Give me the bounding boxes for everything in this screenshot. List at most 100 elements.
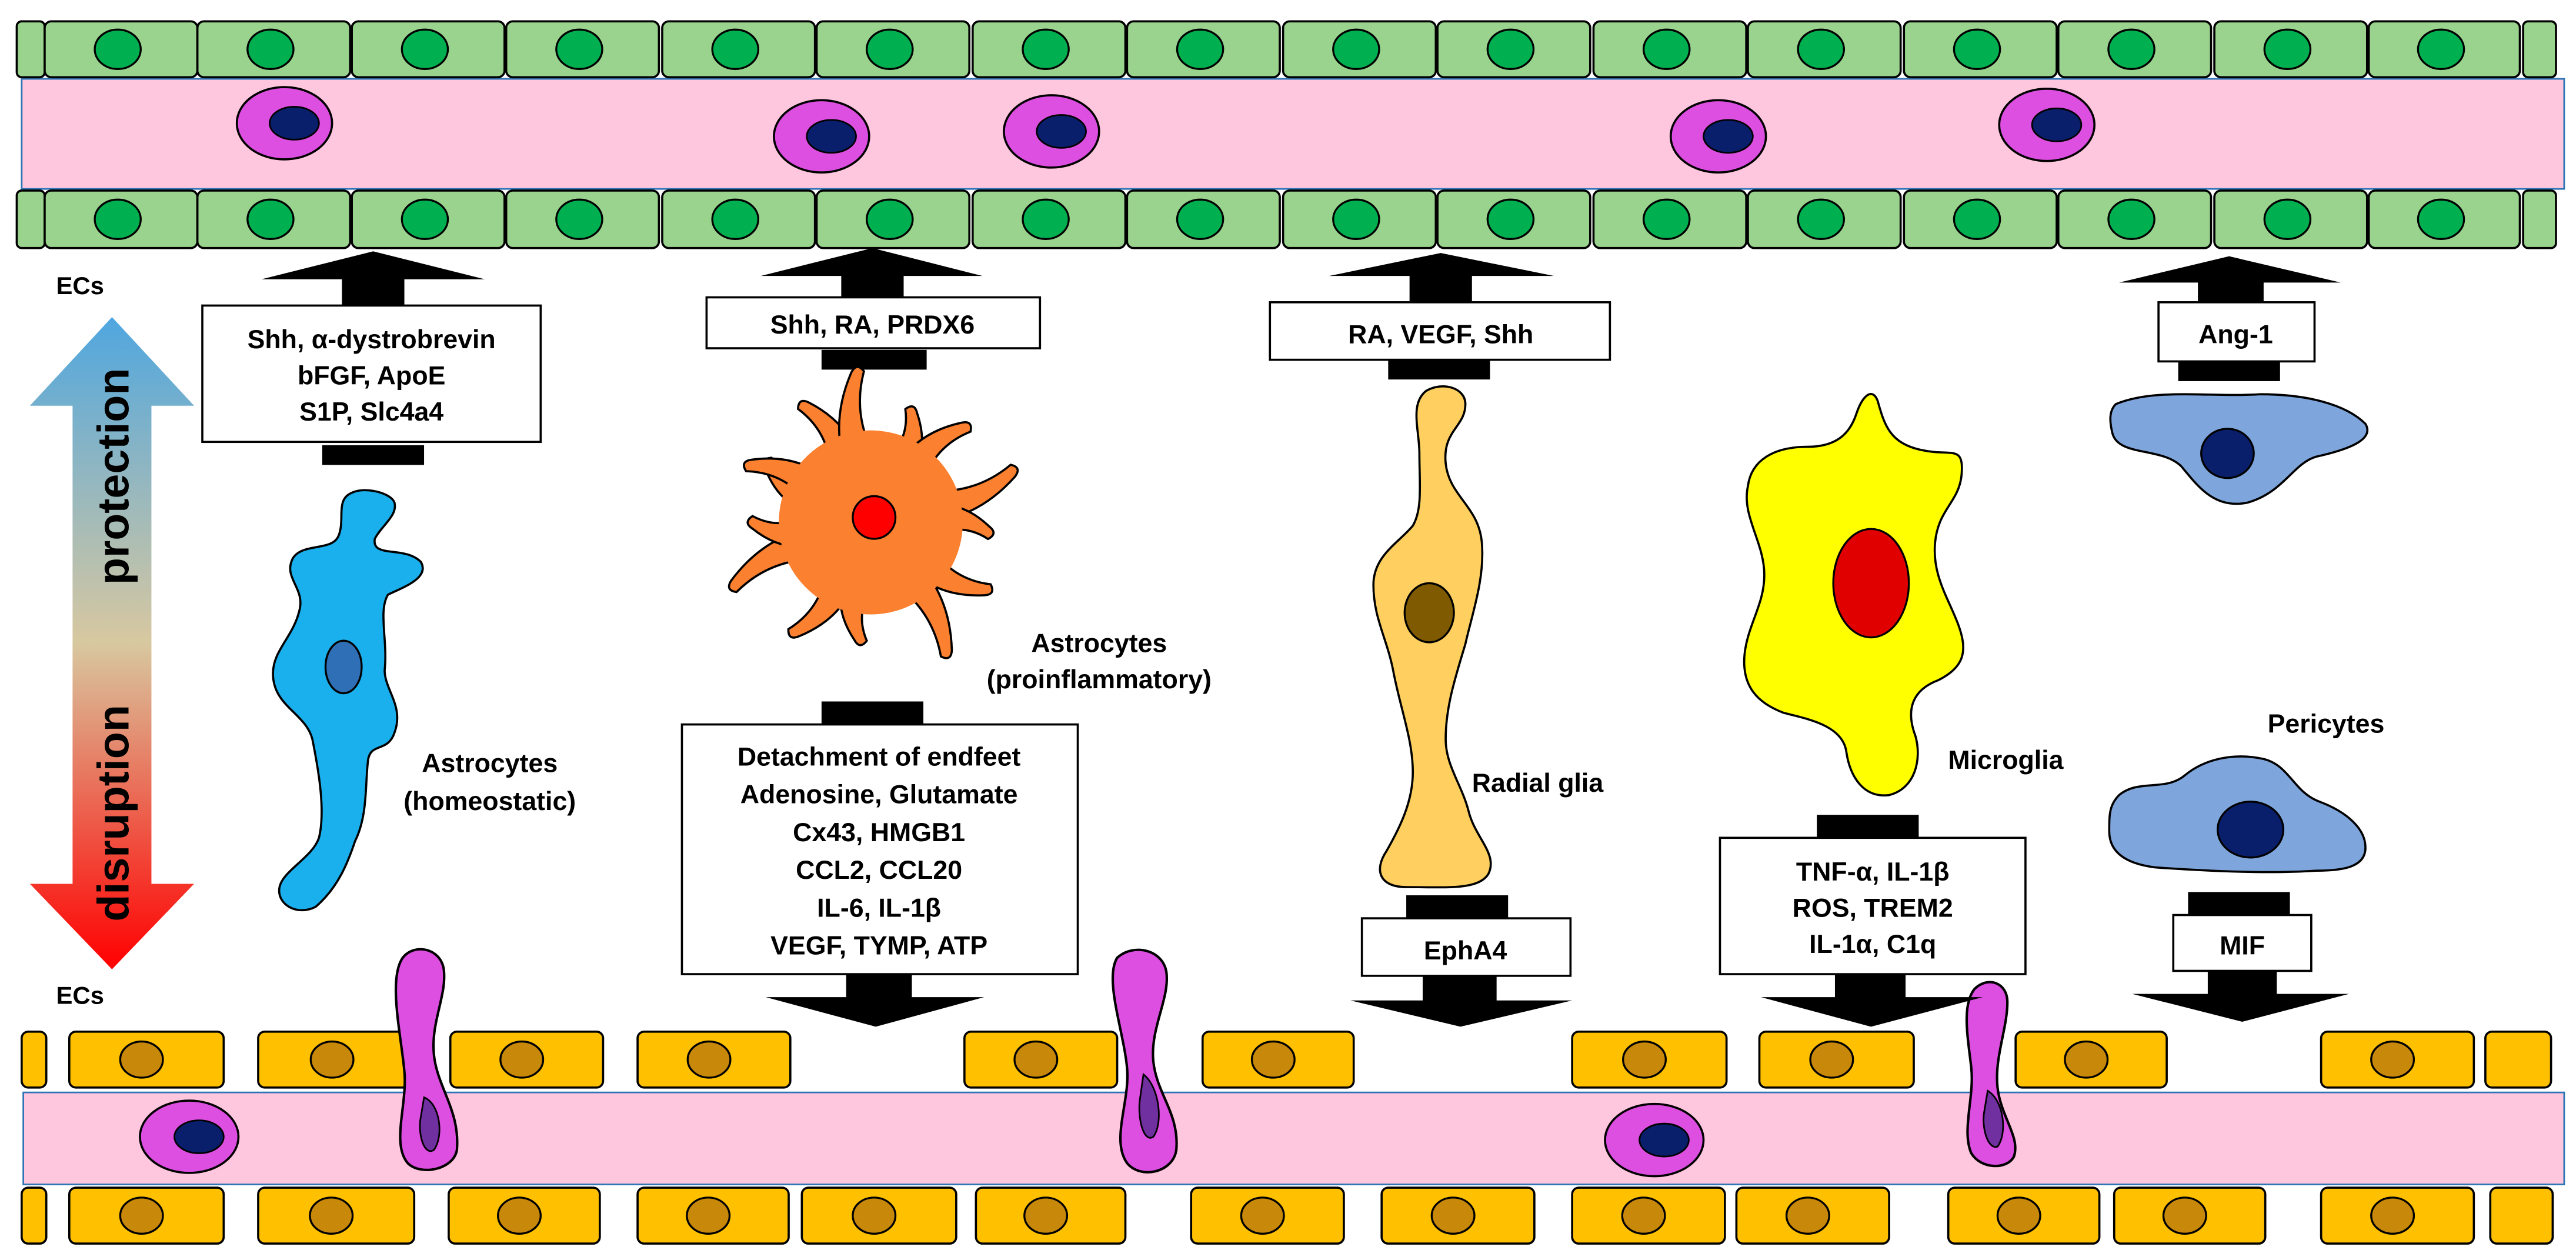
endothelial-cell xyxy=(2484,1030,2552,1089)
connector-bar xyxy=(2188,892,2290,915)
leukocyte-nucleus xyxy=(2031,107,2083,142)
protect-arrow-radial-glia xyxy=(1329,253,1554,302)
endothelial-nucleus xyxy=(1797,198,1846,241)
endothelial-nucleus xyxy=(401,198,449,241)
factor-text: Detachment of endfeet xyxy=(738,742,1021,771)
factor-text: Shh, RA, PRDX6 xyxy=(770,311,975,339)
endothelial-nucleus xyxy=(2263,28,2312,70)
factor-box-radial-glia-disrupt xyxy=(1360,917,1572,977)
factor-text: RA, VEGF, Shh xyxy=(1348,321,1533,349)
endothelial-nucleus xyxy=(1430,1196,1476,1235)
endothelial-nucleus xyxy=(246,28,295,70)
endothelial-nucleus xyxy=(1250,1040,1296,1079)
connector-bar xyxy=(2178,361,2280,381)
endothelial-nucleus xyxy=(1022,28,1070,70)
cell-label-astro-homeostatic: (homeostatic) xyxy=(403,787,576,816)
factor-box-radial-glia-protect xyxy=(1269,301,1611,361)
connector-bar xyxy=(1406,895,1509,919)
endothelial-nucleus xyxy=(1642,198,1691,241)
endothelial-cell xyxy=(21,1030,48,1089)
disrupt-arrow-microglia xyxy=(1761,974,1983,1027)
microglia-nucleus xyxy=(1832,528,1910,639)
cell-label-microglia: Microglia xyxy=(1948,746,2064,775)
endothelial-nucleus xyxy=(309,1196,354,1235)
cell-label-astro-proinflammatory: (proinflammatory) xyxy=(987,665,1212,694)
endothelial-nucleus xyxy=(119,1196,164,1235)
astrocyte-proinflammatory-column: Shh, RA, PRDX6 Astrocytes (proinflammato… xyxy=(680,248,1212,1027)
endothelial-nucleus xyxy=(555,198,603,241)
radial-glia-nucleus xyxy=(1403,582,1455,644)
endothelial-nucleus xyxy=(2162,1196,2207,1235)
cell-label-astro-proinflammatory: Astrocytes xyxy=(1031,629,1167,658)
ecs-label-bottom: ECs xyxy=(56,981,104,1009)
healthy-vessel xyxy=(15,20,2565,249)
endothelial-nucleus xyxy=(1023,1196,1069,1235)
endothelial-nucleus xyxy=(2107,198,2155,241)
endothelial-cell xyxy=(2489,1186,2554,1245)
endothelial-nucleus xyxy=(686,1040,732,1079)
endothelial-nucleus xyxy=(2107,28,2155,70)
endothelial-nucleus xyxy=(1622,1040,1667,1079)
cell-label-radial-glia: Radial glia xyxy=(1472,769,1604,798)
factor-text: MIF xyxy=(2220,932,2265,961)
connector-bar xyxy=(821,701,924,725)
endothelial-nucleus xyxy=(2370,1040,2415,1079)
endothelial-nucleus xyxy=(1176,198,1224,241)
endothelial-nucleus xyxy=(2064,1040,2109,1079)
endothelial-nucleus xyxy=(309,1040,355,1079)
endothelial-nucleus xyxy=(1953,28,2001,70)
leukocyte-nucleus xyxy=(173,1119,225,1154)
endothelial-nucleus xyxy=(1486,198,1535,241)
factor-text: TNF-α, IL-1β xyxy=(1796,858,1950,886)
protect-arrow-astro-proinflammatory xyxy=(760,248,983,298)
transmigrating-leukocyte xyxy=(1965,981,2017,1168)
factor-box-pericyte-protect xyxy=(2157,301,2316,363)
endothelial-nucleus xyxy=(2417,28,2465,70)
endothelial-nucleus xyxy=(94,28,142,70)
protection-disruption-arrow xyxy=(29,316,195,969)
leukocyte-nucleus xyxy=(1036,114,1087,149)
factor-text: VEGF, TYMP, ATP xyxy=(770,932,987,961)
endothelial-nucleus xyxy=(94,198,142,241)
factor-text: Cx43, HMGB1 xyxy=(793,818,965,847)
endothelial-nucleus xyxy=(711,28,760,70)
endothelial-nucleus xyxy=(1332,198,1380,241)
endothelial-nucleus xyxy=(2370,1196,2415,1235)
endothelial-nucleus xyxy=(1621,1196,1666,1235)
endothelial-nucleus xyxy=(499,1040,545,1079)
disrupt-arrow-astro-proinflammatory xyxy=(765,974,985,1027)
endothelial-nucleus xyxy=(1996,1196,2041,1235)
protection-label: protection xyxy=(88,368,138,585)
endothelial-nucleus xyxy=(1785,1196,1830,1235)
endothelial-nucleus xyxy=(852,1196,897,1235)
astrocyte-nucleus xyxy=(852,495,897,540)
healthy-vessel-lumen xyxy=(21,78,2565,190)
factor-text: Shh, α-dystrobrevin xyxy=(248,325,496,354)
astrocyte-proinflammatory-cell xyxy=(728,365,1019,659)
disrupt-arrow-pericyte xyxy=(2132,971,2350,1022)
endothelial-nucleus xyxy=(865,28,914,70)
factor-text: EphA4 xyxy=(1424,936,1507,965)
endothelial-nucleus xyxy=(865,198,914,241)
protect-arrow-pericyte xyxy=(2119,256,2341,302)
healthy-vessel-leukocytes xyxy=(235,86,2096,174)
pericyte-column: Ang-1 Pericytes MIF xyxy=(2108,256,2385,1022)
endothelial-nucleus xyxy=(1013,1040,1059,1079)
endothelial-nucleus xyxy=(1642,28,1691,70)
leukocyte-nucleus xyxy=(1703,119,1754,154)
connector-bar xyxy=(821,349,927,370)
healthy-ec-row-lower xyxy=(15,189,2557,249)
leukocyte-nucleus xyxy=(806,119,857,154)
endothelial-nucleus xyxy=(555,28,603,70)
endothelial-nucleus xyxy=(1176,28,1224,70)
leukocyte-nucleus xyxy=(1639,1122,1690,1158)
factor-text: IL-6, IL-1β xyxy=(817,894,941,922)
endothelial-nucleus xyxy=(1022,198,1070,241)
endothelial-nucleus xyxy=(246,198,295,241)
factor-text: Ang-1 xyxy=(2198,321,2273,349)
factor-text: S1P, Slc4a4 xyxy=(299,398,443,426)
disrupted-vessel-leukocytes xyxy=(139,1099,1705,1178)
cell-label-pericytes: Pericytes xyxy=(2268,710,2385,739)
astrocyte-nucleus xyxy=(324,639,363,695)
pericyte-nucleus xyxy=(2200,428,2255,479)
